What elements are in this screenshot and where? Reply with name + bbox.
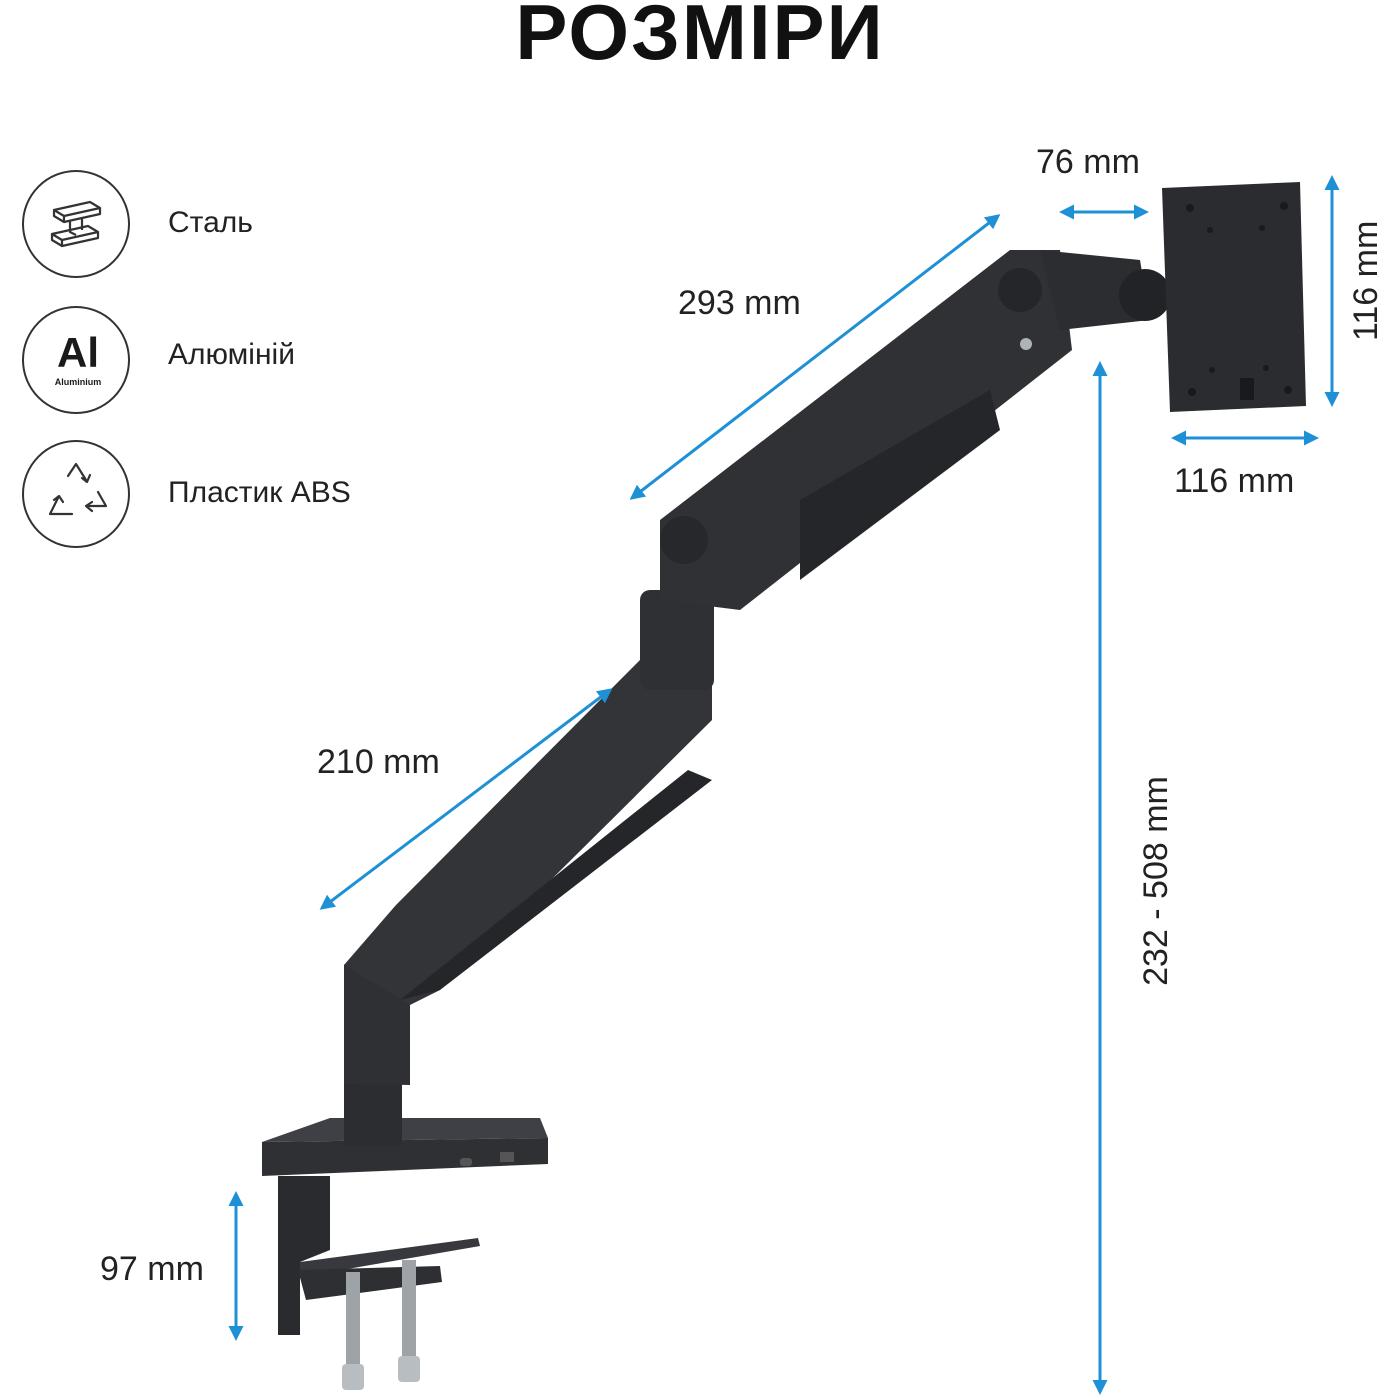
tilt-head: [1040, 250, 1171, 330]
arrow-upper-arm: [629, 214, 1001, 500]
material-label-abs: Пластик ABS: [168, 476, 351, 509]
dim-label-clamp-height: 97 mm: [100, 1250, 204, 1288]
recycle-icon-circle: [22, 440, 130, 548]
dim-label-height-range: 232 - 508 mm: [1137, 776, 1175, 986]
material-label-aluminium: Алюміній: [168, 338, 295, 371]
aluminium-icon: Al Aluminium: [22, 306, 130, 414]
page-title: РОЗМІРИ: [515, 0, 885, 76]
lower-arm: [344, 660, 712, 1146]
arm-base: [262, 1118, 548, 1176]
aluminium-icon-subtext: Aluminium: [54, 377, 102, 387]
material-label-steel: Сталь: [168, 206, 253, 239]
dim-label-vesa-depth: 76 mm: [1036, 143, 1140, 181]
aluminium-icon-text: Al: [57, 329, 99, 376]
steel-beam-icon: [50, 200, 102, 248]
desk-clamp: [278, 1176, 480, 1390]
dim-label-vesa-height: 116 mm: [1347, 220, 1385, 341]
steel-icon-circle: [22, 170, 130, 278]
dim-label-upper-arm: 293 mm: [678, 284, 801, 322]
vesa-plate: [1162, 182, 1306, 412]
arrow-lower-arm: [319, 688, 613, 910]
dim-label-vesa-width: 116 mm: [1174, 462, 1295, 500]
dimension-arrows: [228, 175, 1340, 1395]
dim-label-lower-arm: 210 mm: [317, 743, 440, 781]
recycle-icon: [48, 462, 108, 516]
